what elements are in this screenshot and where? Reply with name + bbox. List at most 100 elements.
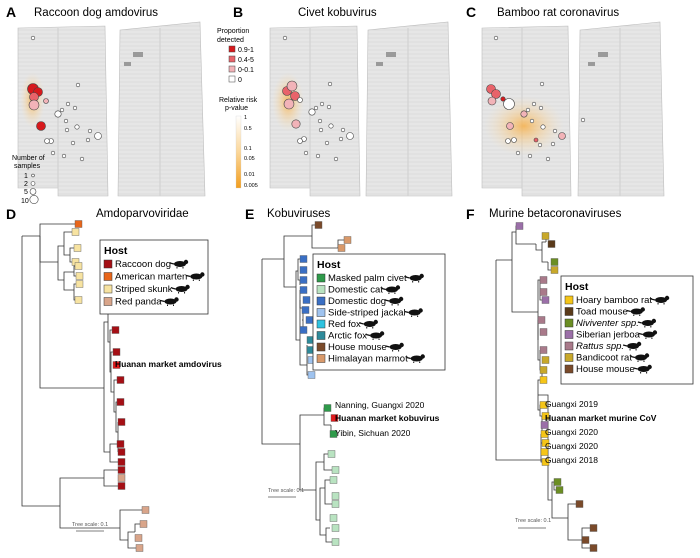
panel-label-e: E [245,206,254,222]
samples-circle-1 [31,173,35,178]
tree-tip [540,430,549,438]
host-swatch [316,319,326,329]
mouse-icon [633,364,652,374]
tip-label-f-2: Guangxi 2020 [545,427,598,437]
tree-tip [331,524,340,532]
tree-tip [337,244,346,252]
tree-tip [553,478,562,486]
host-label: Niviventer spp. [576,318,639,329]
market-map-a [17,21,206,197]
proportion-legend: Proportion detected 0.9-10.4-50-0.10 Rel… [217,28,258,189]
host-swatch [316,273,326,283]
tree-tip [117,482,126,490]
tree-tip [540,421,549,429]
host-label: Arctic fox [328,331,367,342]
host-label: Himalayan marmot [328,354,408,365]
proportion-label-1: 0.4-5 [238,57,254,64]
samples-legend: Number of samples 1 2 5 10 [12,155,45,205]
tree-tip [112,361,121,369]
rattus-icon [622,341,642,351]
tree-tip [589,544,598,552]
tree-tip [541,412,550,420]
tree-tip [299,286,308,294]
tip-label-e-0: Nanning, Guangxi 2020 [335,400,425,410]
tree-tip [299,326,308,334]
tree-tip [117,448,126,456]
skunk-icon [171,284,190,294]
tree-tip [330,414,339,422]
tree-tip [74,262,83,270]
tree-tip [541,232,550,240]
samples-circle-2 [30,181,36,186]
host-label: Domestic cat [328,285,383,296]
arctic-fox-icon [365,331,385,340]
proportion-label-3: 0 [238,77,242,84]
tree-tip [539,376,548,384]
tree-tip [329,514,338,522]
tree-scale-d: Tree scale: 0.1 [72,522,108,532]
tree-tip [139,520,148,528]
tree-tip [112,348,121,356]
risk-colorbar [235,115,242,189]
tree-tip [116,398,125,406]
tree-tip [575,500,584,508]
host-label: American marten [115,272,187,283]
host-label: Red fox [328,319,361,330]
tree-tip [307,371,316,379]
tree-tip [111,326,120,334]
panel-title-c: Bamboo rat coronavirus [497,7,619,19]
tree-tip [555,486,564,494]
marten-icon [186,272,205,281]
host-label: Bandicoot rat [576,353,632,364]
tree-tip [71,228,80,236]
proportion-swatch-3 [228,75,236,83]
host-swatch [564,364,574,374]
proportion-swatch-0 [228,45,236,53]
tree-tip [327,450,336,458]
risk-tick-3: 0.05 [244,156,255,162]
risk-tick-1: 0.5 [244,126,252,132]
tree-tip [343,236,352,244]
tree-tip [547,240,556,248]
tip-label-f-3: Guangxi 2020 [545,441,598,451]
tree-tip [515,222,524,230]
market-map-b [269,21,453,197]
tree-tip [75,280,84,288]
label-huanan-amdovirus: Huanan market amdovirus [115,359,222,369]
mouse-icon [385,342,404,352]
tree-tip [314,221,323,229]
tree-tip [539,346,548,354]
host-swatch [564,318,574,328]
host-swatch [316,308,326,317]
tree-tip [539,328,548,336]
cat-icon [381,285,401,294]
tips-e [299,221,352,546]
host-swatch [103,297,113,306]
tree-tip [541,356,550,364]
tree-tip [116,376,125,384]
host-label: House mouse [576,364,635,375]
tree-tip [539,276,548,284]
samples-label-2: 2 [24,181,28,188]
host-swatch [564,341,574,351]
tree-tip [74,220,83,228]
tree-scale-text-f: Tree scale: 0.1 [515,518,551,524]
tree-tip [539,366,548,374]
bandicoot-icon [630,353,650,362]
tree-tip [550,266,559,274]
tree-tip [134,534,143,542]
host-title-e: Host [317,259,341,271]
panel-title-a: Raccoon dog amdovirus [34,7,158,19]
tree-scale-f: Tree scale: 0.1 [515,518,551,529]
host-swatch [316,354,326,363]
risk-title-line2: p-value [225,105,248,112]
tree-tip [541,439,550,447]
tree-tip [116,440,125,448]
samples-title-line2: samples [14,163,41,170]
tree-tip [302,296,311,304]
